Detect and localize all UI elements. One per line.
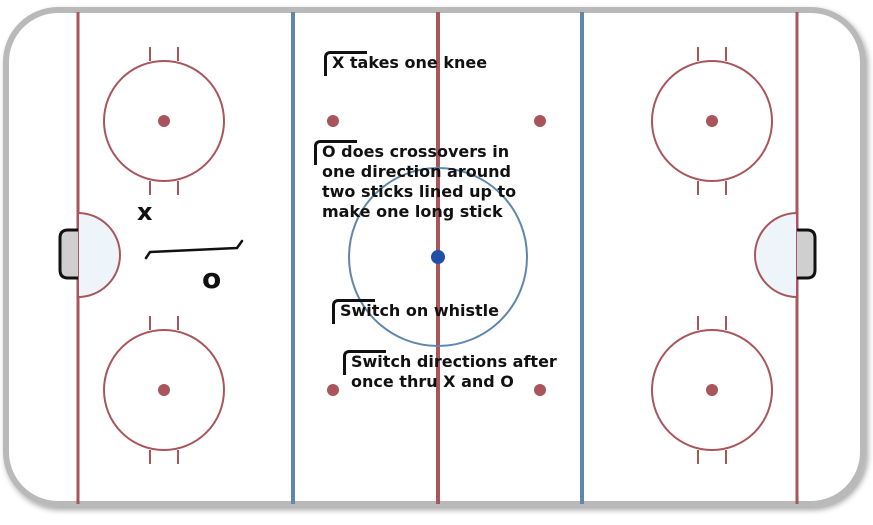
instruction-note-4: Switch directions after once thru X and …	[343, 350, 557, 392]
neutral-dot-bottom-right	[534, 384, 546, 396]
hockey-stick-icon	[144, 239, 244, 260]
faceoff-ring	[103, 329, 225, 451]
left-goal-crease	[77, 211, 121, 299]
right-goal-net	[797, 228, 817, 280]
instruction-note-2: O does crossovers in one direction aroun…	[314, 140, 517, 222]
note-bracket	[343, 350, 386, 375]
faceoff-ring	[651, 60, 773, 182]
instruction-text: Switch on whistle	[340, 301, 499, 320]
faceoff-dot	[158, 384, 170, 396]
center-faceoff-circle	[348, 167, 528, 347]
instruction-text: Switch directions after once thru X and …	[351, 352, 557, 391]
right-goal-crease	[754, 211, 798, 299]
note-bracket	[332, 299, 375, 324]
faceoff-ring	[651, 329, 773, 451]
neutral-dot-top-left	[327, 115, 339, 127]
faceoff-dot	[706, 115, 718, 127]
instruction-note-3: Switch on whistle	[332, 299, 499, 324]
faceoff-dot	[706, 384, 718, 396]
center-faceoff-dot	[431, 250, 445, 264]
note-bracket	[324, 51, 367, 76]
faceoff-dot	[158, 115, 170, 127]
neutral-dot-bottom-left	[327, 384, 339, 396]
player-x: x	[137, 198, 153, 226]
instruction-text: O does crossovers in one direction aroun…	[322, 142, 517, 221]
faceoff-circle-top-right	[651, 47, 773, 195]
left-goal-net	[58, 228, 78, 280]
faceoff-circle-top-left	[103, 47, 225, 195]
player-o: o	[202, 262, 222, 295]
faceoff-circle-bottom-right	[651, 316, 773, 464]
neutral-dot-top-right	[534, 115, 546, 127]
faceoff-circle-bottom-left	[103, 316, 225, 464]
note-bracket	[314, 140, 357, 165]
faceoff-ring	[103, 60, 225, 182]
instruction-text: X takes one knee	[332, 53, 488, 72]
instruction-note-1: X takes one knee	[324, 51, 488, 76]
